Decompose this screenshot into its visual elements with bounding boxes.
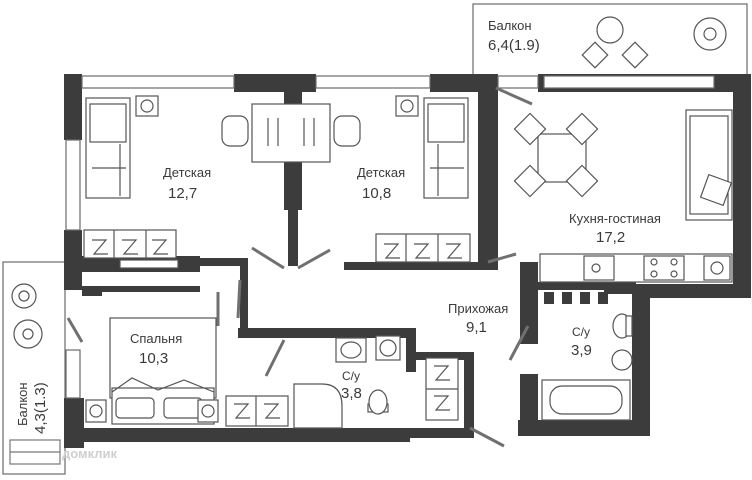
kitchen-area: 17,2 (596, 229, 625, 246)
bedroom-area: 10,3 (139, 350, 168, 367)
bath2-name: С/у (572, 325, 590, 339)
doors (66, 86, 533, 448)
balcony-top-area: 6,4(1.9) (488, 37, 540, 54)
bed-kids2 (423, 97, 469, 199)
hall-name: Прихожая (448, 301, 508, 316)
nightstand-kids1 (135, 95, 159, 117)
kids2-area: 10,8 (362, 185, 391, 202)
kids1-name: Детская (163, 165, 211, 180)
watermark: домклик (62, 446, 118, 461)
windows (65, 75, 715, 399)
wardrobe-kids2 (375, 233, 471, 263)
bedroom-wardrobe (225, 395, 289, 427)
bath1-fixtures (293, 335, 459, 429)
balcony-top-name: Балкон (488, 18, 532, 33)
desk-kids (221, 103, 361, 163)
balcony-top-furniture (581, 16, 727, 69)
dining-table (513, 112, 599, 198)
balcony-left-area: 4,3(1.3) (32, 382, 49, 434)
kids2-name: Детская (357, 165, 405, 180)
kitchen-counter (539, 253, 733, 283)
bed-kids1 (85, 97, 131, 199)
bedroom-bed (109, 317, 217, 425)
plants (11, 283, 43, 349)
bath2-area: 3,9 (571, 342, 592, 359)
shelf-blocks (544, 292, 608, 304)
balcony-left-name: Балкон (15, 382, 30, 426)
bath1-name: С/у (342, 369, 360, 383)
nightstand-kids2 (395, 95, 419, 117)
wardrobe-kids1 (83, 229, 179, 269)
bedroom-name: Спальня (130, 331, 182, 346)
hall-area: 9,1 (466, 319, 487, 336)
room-labels: Балкон 6,4(1.9) Детская 12,7 Детская 10,… (15, 18, 661, 434)
bath1-area: 3,8 (341, 385, 362, 402)
bath2-fixtures (541, 313, 633, 421)
sofa (685, 109, 733, 221)
bedroom-nightstands (85, 399, 219, 423)
balcony-left-outline (2, 261, 66, 475)
kids1-area: 12,7 (168, 185, 197, 202)
kitchen-name: Кухня-гостиная (569, 211, 661, 226)
balcony-left-bench (9, 439, 61, 465)
